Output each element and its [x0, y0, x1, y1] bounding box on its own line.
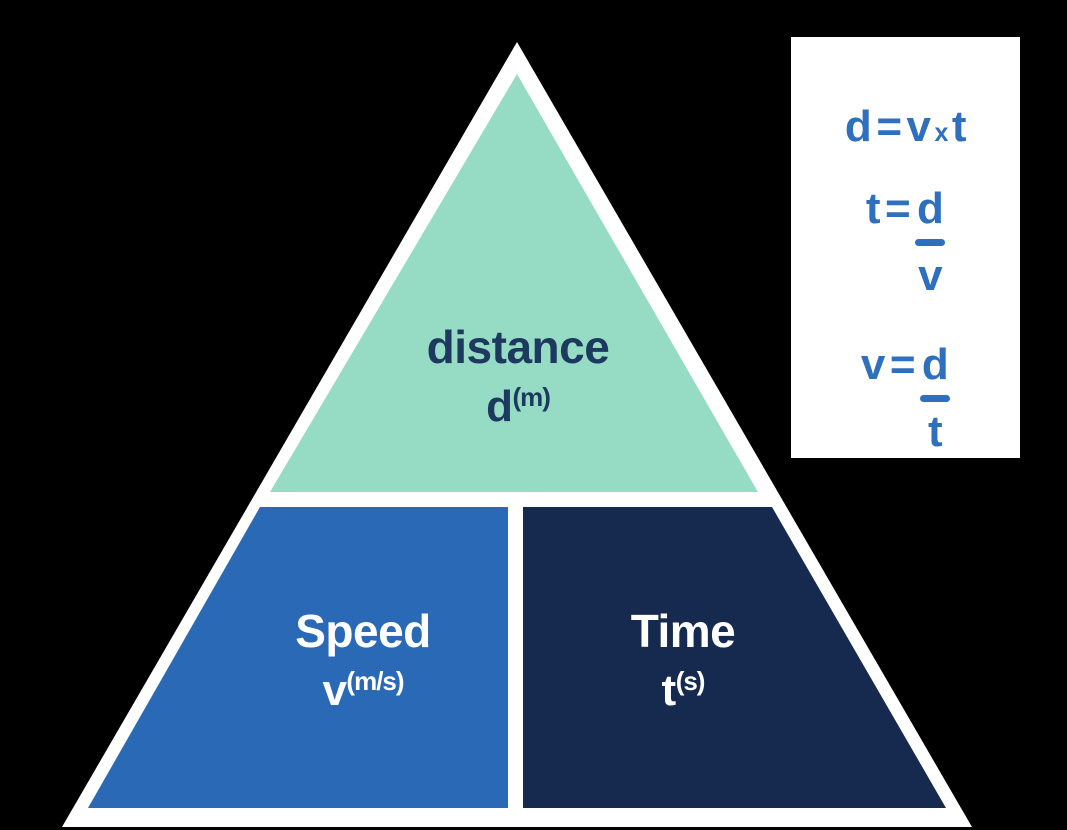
- speed-formula-lhs: v: [860, 340, 885, 389]
- distance-section-label: distance d(m): [368, 322, 668, 431]
- distance-section-shape: [270, 74, 758, 492]
- fraction-bar: [920, 395, 951, 402]
- time-formula-lhs: t: [865, 184, 881, 233]
- time-formula-equals-sign: =: [884, 184, 911, 233]
- speed-unit: (m/s): [346, 665, 404, 696]
- distance-label: distance: [426, 321, 610, 373]
- multiply-sign: x: [934, 119, 949, 147]
- speed-formula-equals-sign: =: [889, 340, 916, 389]
- time-formula-denominator: v: [918, 251, 943, 300]
- speed-section-label: Speed v(m/s): [213, 606, 513, 715]
- time-label: Time: [630, 605, 736, 657]
- product-factor1: v: [906, 102, 931, 151]
- speed-label: Speed: [295, 605, 431, 657]
- formula-v-equals-d-over-t: v = d t: [791, 343, 1020, 454]
- formula-d-equals-v-times-t: d = v x t: [791, 105, 1020, 149]
- time-symbol-line: t(s): [533, 665, 833, 715]
- time-formula-numerator: d: [916, 184, 944, 233]
- speed-formula-numerator: d: [921, 340, 949, 389]
- distance-unit: (m): [512, 381, 550, 412]
- product-factor2: t: [951, 102, 967, 151]
- speed-formula-fraction: d t: [920, 340, 951, 456]
- time-section-label: Time t(s): [533, 606, 833, 715]
- time-unit: (s): [675, 665, 706, 696]
- product-lhs: d: [844, 102, 872, 151]
- speed-section-shape: [88, 507, 508, 808]
- distance-symbol: d: [486, 381, 513, 431]
- product-equals-sign: =: [876, 102, 902, 151]
- formula-panel: d = v x t t = d v v = d t: [791, 37, 1020, 458]
- speed-symbol: v: [322, 665, 347, 715]
- time-symbol: t: [661, 665, 677, 715]
- formula-t-equals-d-over-v: t = d v: [791, 187, 1020, 298]
- time-formula-fraction: d v: [915, 184, 946, 300]
- fraction-bar: [915, 239, 946, 246]
- speed-formula-denominator: t: [928, 407, 943, 456]
- time-section-shape: [523, 507, 946, 808]
- speed-symbol-line: v(m/s): [213, 665, 513, 715]
- distance-symbol-line: d(m): [368, 381, 668, 431]
